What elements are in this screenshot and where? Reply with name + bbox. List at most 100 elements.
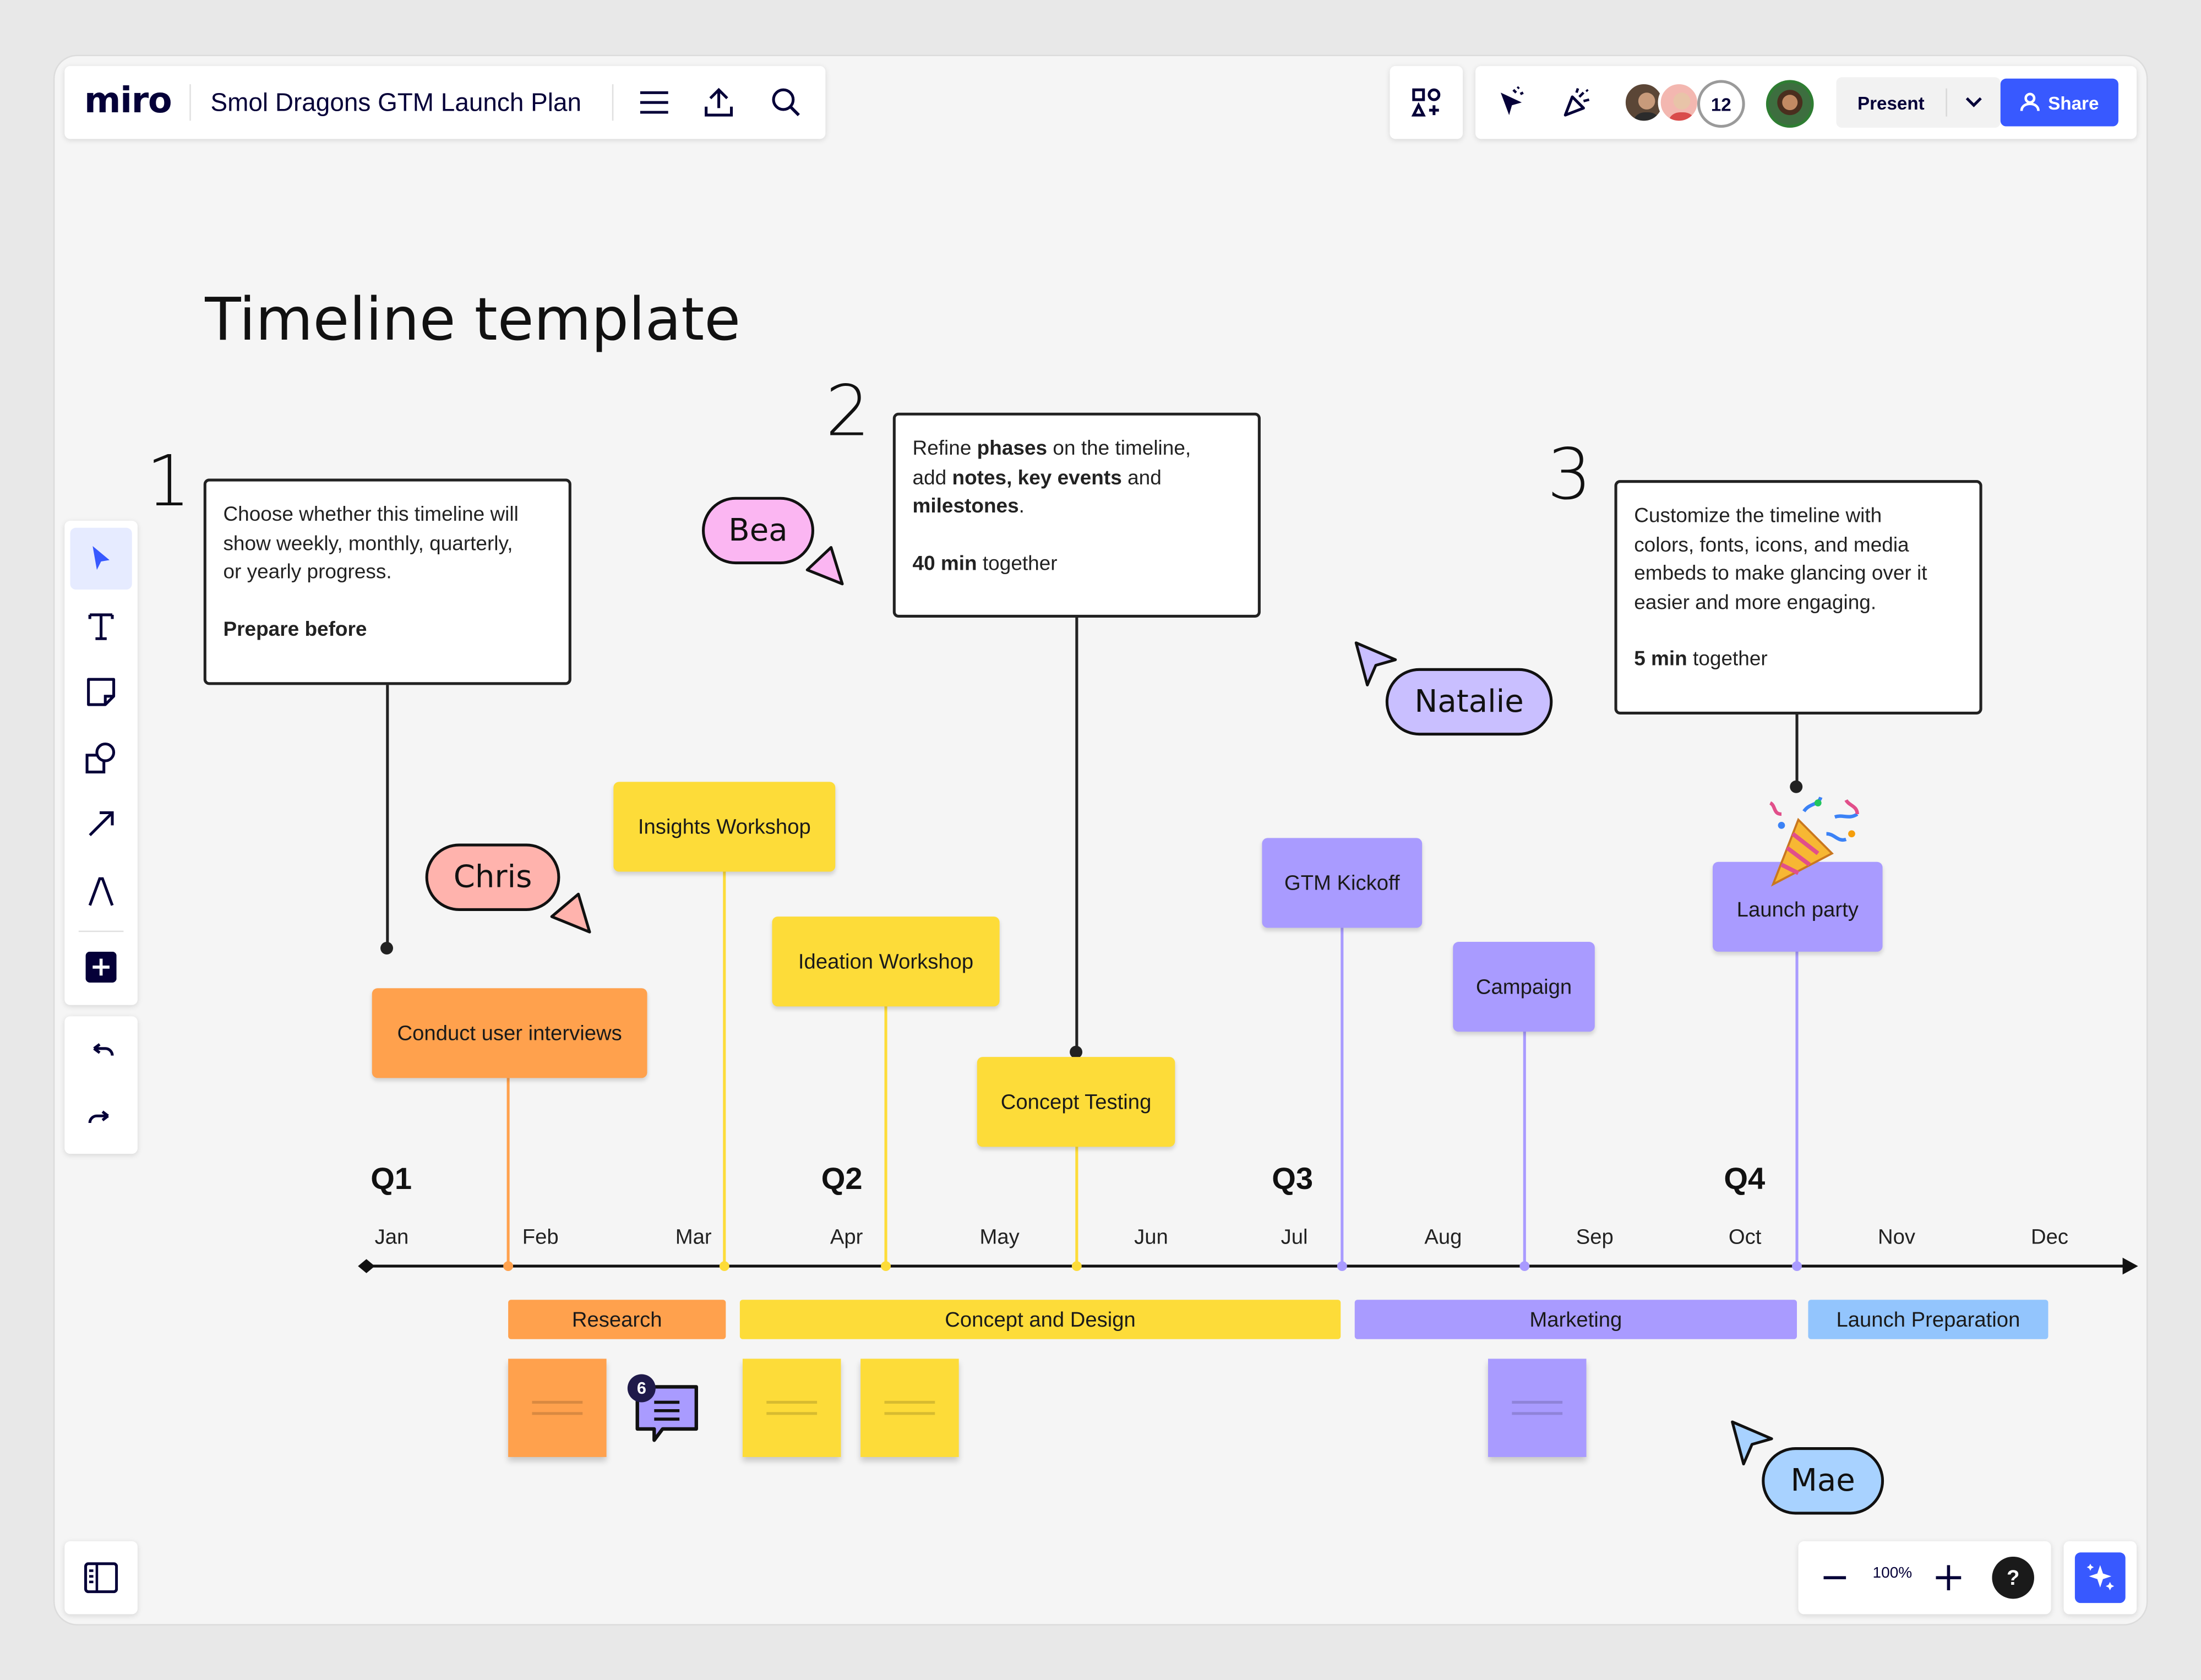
event-card[interactable]: Campaign xyxy=(1453,942,1595,1032)
event-line xyxy=(884,1005,887,1267)
connector-line xyxy=(386,685,389,949)
step-card[interactable]: Customize the timeline with colors, font… xyxy=(1614,480,1982,714)
question-icon[interactable]: ? xyxy=(1991,1555,2036,1600)
text-icon[interactable] xyxy=(70,595,132,657)
event-line xyxy=(1341,928,1344,1267)
step-card[interactable]: Refine phases on the timeline, add notes… xyxy=(892,412,1261,618)
card-text: . xyxy=(1018,495,1025,518)
apps-panel xyxy=(1390,66,1463,139)
phase-bar[interactable]: Research xyxy=(508,1300,726,1339)
plus-icon[interactable] xyxy=(70,936,132,998)
party-popper-icon[interactable] xyxy=(1554,80,1599,125)
event-line xyxy=(1075,1145,1078,1267)
month-label[interactable]: Feb xyxy=(522,1225,559,1250)
upload-icon[interactable] xyxy=(696,80,742,125)
event-card[interactable]: GTM Kickoff xyxy=(1262,838,1423,928)
zoom-level[interactable]: 100% xyxy=(1872,1565,1913,1582)
canvas-title[interactable]: Timeline template xyxy=(205,285,741,354)
board-title[interactable]: Smol Dragons GTM Launch Plan xyxy=(210,88,582,117)
shapes-icon[interactable] xyxy=(70,727,132,789)
sticky-note[interactable] xyxy=(508,1359,607,1457)
sticky-note[interactable] xyxy=(742,1359,841,1457)
phase-bar[interactable]: Marketing xyxy=(1354,1300,1797,1339)
comment-icon[interactable] xyxy=(626,1373,702,1453)
phase-bar[interactable]: Launch Preparation xyxy=(1808,1300,2049,1339)
connector-dot xyxy=(1790,780,1803,793)
panel-toggle xyxy=(64,1541,138,1614)
present-button-group: Present xyxy=(1836,77,2001,128)
collaborator-cursor-icon xyxy=(1731,1420,1773,1466)
divider xyxy=(612,84,614,121)
sticky-note-icon[interactable] xyxy=(70,661,132,723)
card-time: 5 min xyxy=(1634,648,1687,671)
chevron-down-icon[interactable] xyxy=(1947,77,2001,128)
avatar[interactable] xyxy=(1766,80,1814,128)
history-toolbar xyxy=(64,1016,138,1154)
redo-icon[interactable] xyxy=(70,1087,132,1148)
month-label[interactable]: Sep xyxy=(1576,1225,1614,1250)
timeline-axis[interactable] xyxy=(351,1252,2148,1283)
month-label[interactable]: Apr xyxy=(830,1225,863,1250)
party-popper-sticker[interactable] xyxy=(1762,792,1866,897)
event-line xyxy=(1523,1030,1526,1267)
select-cursor-icon[interactable] xyxy=(70,527,132,590)
month-label[interactable]: May xyxy=(979,1225,1020,1250)
step-card[interactable]: Choose whether this timeline will show w… xyxy=(203,478,571,685)
connector-dot xyxy=(380,942,393,954)
attention-cursor-icon[interactable] xyxy=(1488,80,1533,125)
month-label[interactable]: Jun xyxy=(1134,1225,1168,1250)
search-icon[interactable] xyxy=(764,80,809,125)
event-card[interactable]: Ideation Workshop xyxy=(772,917,1000,1007)
quarter-label[interactable]: Q1 xyxy=(371,1160,412,1196)
card-text: Choose whether this timeline will xyxy=(223,504,519,527)
arrow-line-icon[interactable] xyxy=(70,793,132,855)
event-card[interactable]: Launch party xyxy=(1713,861,1883,952)
step-number[interactable]: 2 xyxy=(825,370,870,452)
plus-icon[interactable] xyxy=(1926,1555,1971,1600)
creation-toolbar xyxy=(64,521,138,1005)
step-number[interactable]: 3 xyxy=(1547,433,1592,515)
cursor-name-tag: Mae xyxy=(1762,1447,1884,1515)
cursor-name-tag: Bea xyxy=(702,497,814,565)
month-label[interactable]: Aug xyxy=(1424,1225,1462,1250)
card-text: on the timeline, xyxy=(1047,438,1191,461)
cursor-name-tag: Natalie xyxy=(1385,668,1553,736)
shapes-apps-icon[interactable] xyxy=(1404,80,1449,125)
card-text: or yearly progress. xyxy=(223,561,392,584)
card-text: colors, fonts, icons, and media xyxy=(1634,534,1909,557)
sticky-note[interactable] xyxy=(860,1359,959,1457)
card-text: Customize the timeline with xyxy=(1634,505,1882,528)
event-card[interactable]: Concept Testing xyxy=(977,1057,1175,1147)
present-button[interactable]: Present xyxy=(1857,92,1925,113)
sticky-note[interactable] xyxy=(1488,1359,1587,1457)
month-label[interactable]: Dec xyxy=(2030,1225,2069,1250)
month-label[interactable]: Nov xyxy=(1878,1225,1916,1250)
zoom-controls: 100% ? xyxy=(1798,1541,2051,1614)
collaborator-cursor-icon xyxy=(1354,641,1397,686)
quarter-label[interactable]: Q3 xyxy=(1272,1160,1314,1196)
collaborator-count-badge[interactable]: 12 xyxy=(1697,80,1745,128)
month-label[interactable]: Jul xyxy=(1281,1225,1308,1250)
event-card[interactable]: Conduct user interviews xyxy=(372,988,647,1078)
undo-icon[interactable] xyxy=(70,1022,132,1083)
card-footer: Prepare before xyxy=(223,618,367,641)
ai-assist-panel xyxy=(2063,1541,2137,1614)
quarter-label[interactable]: Q2 xyxy=(821,1160,863,1196)
hamburger-menu-icon[interactable] xyxy=(632,80,677,125)
avatar[interactable] xyxy=(1658,81,1701,124)
month-label[interactable]: Jan xyxy=(374,1225,409,1250)
month-label[interactable]: Oct xyxy=(1728,1225,1762,1250)
minus-icon[interactable] xyxy=(1812,1555,1857,1600)
sparkle-icon[interactable] xyxy=(2074,1552,2126,1603)
phase-bar[interactable]: Concept and Design xyxy=(739,1300,1341,1339)
divider xyxy=(1946,88,1947,117)
pen-icon[interactable] xyxy=(70,860,132,922)
share-button[interactable]: Share xyxy=(2000,78,2118,127)
step-number[interactable]: 1 xyxy=(146,440,191,522)
month-label[interactable]: Mar xyxy=(675,1225,712,1250)
event-card[interactable]: Insights Workshop xyxy=(613,782,836,872)
sidebar-panel-icon[interactable] xyxy=(79,1555,124,1600)
collaborator-cursor-icon xyxy=(805,546,844,586)
quarter-label[interactable]: Q4 xyxy=(1724,1160,1766,1196)
card-text-bold: notes, key events xyxy=(952,466,1122,489)
